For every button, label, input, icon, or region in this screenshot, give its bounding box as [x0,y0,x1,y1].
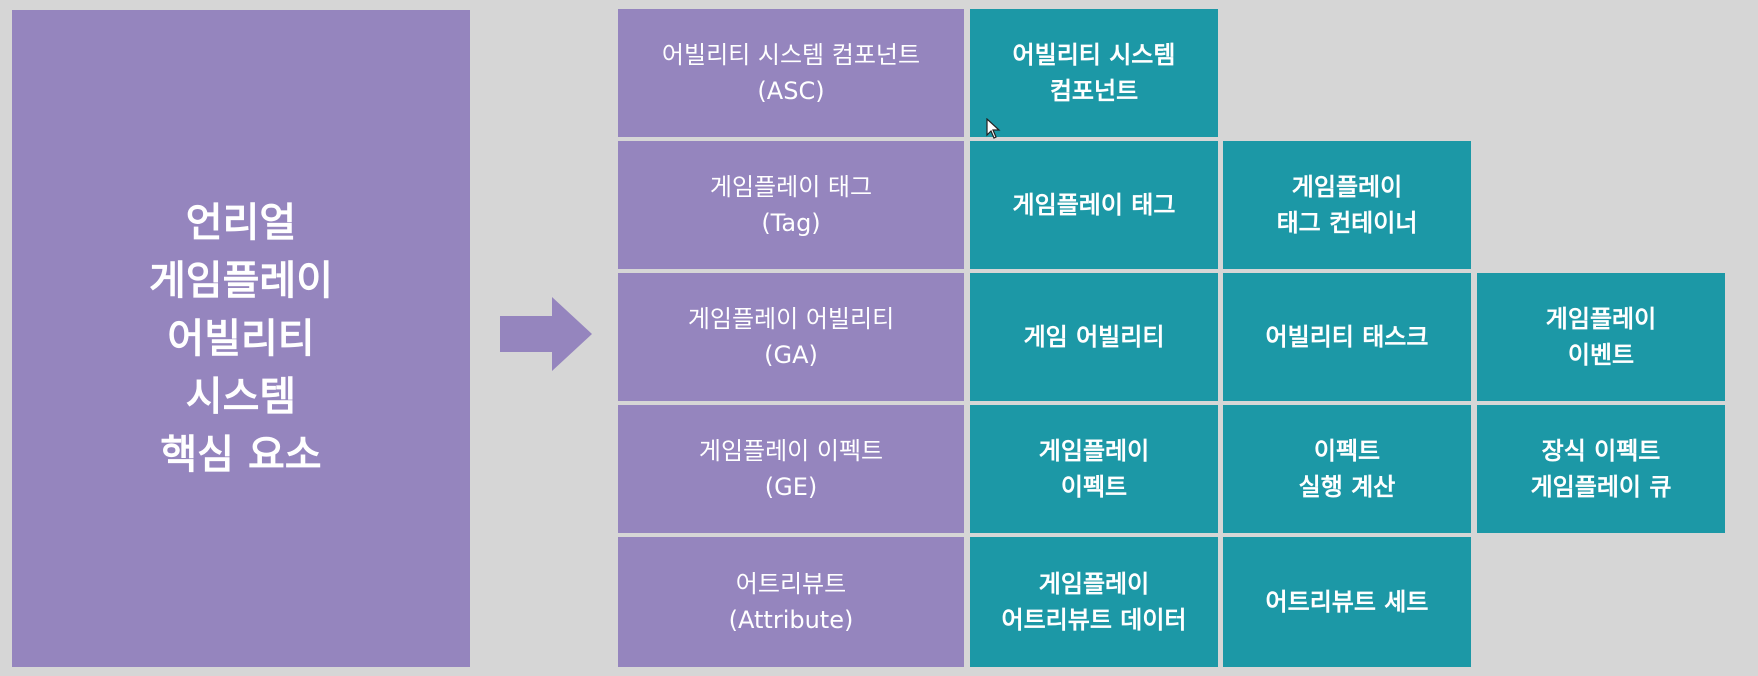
item-line: 이벤트 [1567,341,1635,369]
item-gameplay-attribute-data: 게임플레이 어트리뷰트 데이터 [970,537,1218,667]
item-game-ability: 게임 어빌리티 [970,273,1218,401]
item-gameplay-effect: 게임플레이 이펙트 [970,405,1218,533]
item-line: 태그 컨테이너 [1276,209,1418,237]
title-line: 언리얼 [185,199,297,246]
item-line: 어빌리티 태스크 [1265,323,1429,351]
right-arrow-icon [500,297,592,371]
row-label-attribute: 어트리뷰트 (Attribute) [618,537,964,667]
diagram-title: 언리얼 게임플레이 어빌리티 시스템 핵심 요소 [149,194,333,484]
item-line: 어트리뷰트 데이터 [1001,606,1187,634]
row-label-ga: 게임플레이 어빌리티 (GA) [618,273,964,401]
label-line: (GA) [764,341,818,369]
label-line: 게임플레이 어빌리티 [687,305,895,333]
item-line: 게임 어빌리티 [1023,323,1165,351]
title-line: 핵심 요소 [160,431,322,478]
item-line: 이펙트 [1060,473,1128,501]
title-panel: 언리얼 게임플레이 어빌리티 시스템 핵심 요소 [12,10,470,667]
label-line: 어트리뷰트 [735,570,847,598]
item-ability-task: 어빌리티 태스크 [1223,273,1471,401]
item-attribute-set: 어트리뷰트 세트 [1223,537,1471,667]
item-effect-execution-calculation: 이펙트 실행 계산 [1223,405,1471,533]
item-line: 이펙트 [1313,437,1381,465]
title-line: 게임플레이 [149,257,333,304]
label-line: 게임플레이 이펙트 [698,437,884,465]
label-line: (Tag) [761,209,821,237]
item-gameplay-event: 게임플레이 이벤트 [1477,273,1725,401]
item-line: 실행 계산 [1298,473,1396,501]
item-gameplay-tag-container: 게임플레이 태그 컨테이너 [1223,141,1471,269]
row-label-tag: 게임플레이 태그 (Tag) [618,141,964,269]
item-line: 어빌리티 시스템 [1012,41,1176,69]
title-line: 어빌리티 [167,315,315,362]
item-line: 게임플레이 태그 [1012,191,1176,219]
item-line: 장식 이펙트 [1541,437,1661,465]
title-line: 시스템 [185,373,297,420]
label-line: 게임플레이 태그 [709,173,873,201]
label-line: (GE) [764,473,818,501]
item-line: 게임플레이 [1545,305,1657,333]
item-line: 게임플레이 [1038,570,1150,598]
label-line: 어빌리티 시스템 컴포넌트 [661,41,921,69]
label-line: (ASC) [757,77,825,105]
item-cosmetic-effect-gameplay-cue: 장식 이펙트 게임플레이 큐 [1477,405,1725,533]
item-line: 게임플레이 [1291,173,1403,201]
item-ability-system-component: 어빌리티 시스템 컴포넌트 [970,9,1218,137]
row-label-ge: 게임플레이 이펙트 (GE) [618,405,964,533]
label-line: (Attribute) [728,606,854,634]
item-line: 컴포넌트 [1049,77,1139,105]
item-line: 게임플레이 큐 [1530,473,1672,501]
row-label-asc: 어빌리티 시스템 컴포넌트 (ASC) [618,9,964,137]
mouse-cursor-icon [986,118,1001,139]
item-gameplay-tag: 게임플레이 태그 [970,141,1218,269]
item-line: 게임플레이 [1038,437,1150,465]
item-line: 어트리뷰트 세트 [1265,588,1429,616]
